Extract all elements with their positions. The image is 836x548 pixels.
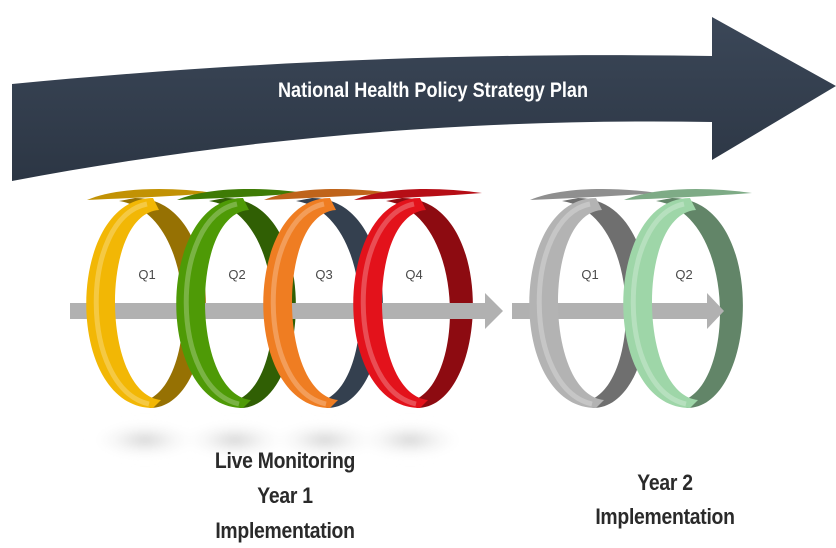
ring-year2-q2-tail [624,188,752,200]
ring-year1-q2-label: Q2 [228,267,245,282]
ring-year1-q2-front [176,198,251,408]
rings-front-layer: Q1 Q2 Q3 Q4 Q1 Q2 [86,198,698,408]
ring-year2-q2-label: Q2 [675,267,692,282]
year2-axis-arrow [512,293,724,329]
ring-year1-q1-label: Q1 [138,267,155,282]
ring-year2-q1-back [562,198,649,408]
ring-year1-q4-label: Q4 [405,267,422,282]
ring-year2-q2-highlight [630,201,687,407]
year1-caption: Live Monitoring Year 1 Implementation [188,443,382,548]
ring-year1-q3-label: Q3 [315,267,332,282]
caption-line-year-2: Year 2 [637,470,693,495]
caption-line-implementation: Implementation [215,518,355,543]
ring-year1-q2-tail [177,188,305,200]
caption-line-implementation: Implementation [595,504,735,529]
ring-year1-q4-highlight [360,201,417,407]
rings-reflection [90,422,465,458]
ring-year2-q1-tail [530,188,658,200]
ring-year1-q3-front [263,198,338,408]
ring-year1-q1-tail [87,188,215,200]
banner-title: National Health Policy Strategy Plan [278,79,588,102]
ring-year2-q1-highlight [536,201,593,407]
ring-year1-q2-highlight [183,201,240,407]
ring-year2-q2-front [623,198,698,408]
ring-year1-q1-highlight [93,201,150,407]
caption-line-year-1: Year 1 [257,483,313,508]
ring-year1-q3-tail [264,188,392,200]
ring-year2-q1-front [529,198,604,408]
ring-year1-q4-front [353,198,428,408]
ring-year2-q2-back [656,198,743,408]
caption-line-live-monitoring: Live Monitoring [214,448,356,473]
ring-year1-q4-back [386,198,473,408]
banner-arrow: National Health Policy Strategy Plan [12,17,836,181]
ring-year1-q4-tail [354,188,482,200]
ring-year1-q3-highlight [270,201,327,407]
year2-caption: Year 2 Implementation [573,466,758,534]
ring-year2-q1-label: Q1 [581,267,598,282]
ring-year1-q1-front [86,198,161,408]
